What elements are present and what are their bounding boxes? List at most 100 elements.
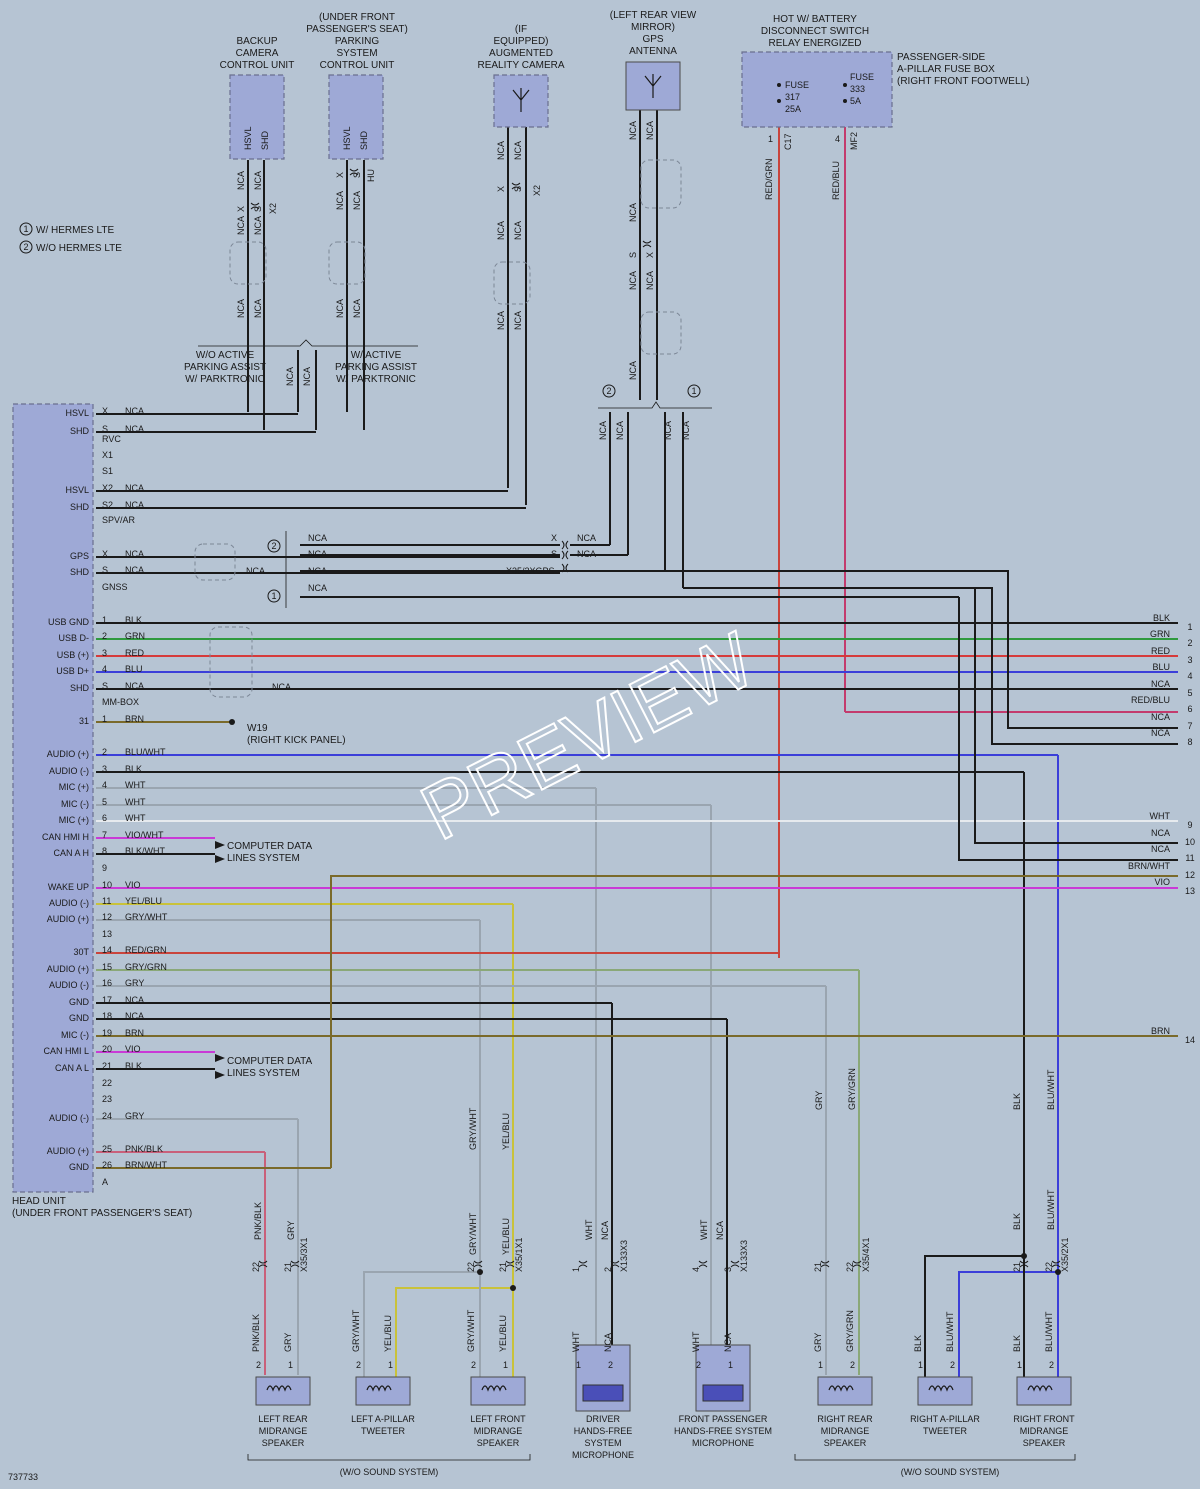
wire-code: BLU/WHT: [1046, 1189, 1056, 1230]
connector-pin: 21: [283, 1262, 293, 1272]
head-unit-pin-number: S1: [102, 466, 113, 476]
speaker-wire-code: YEL/BLU: [498, 1315, 508, 1352]
speaker-name: SPEAKER: [824, 1438, 867, 1448]
speaker-coil-icon: [928, 1385, 954, 1392]
connector-symbol: [561, 563, 569, 573]
head-unit-pin-number: 1: [102, 615, 107, 625]
speaker-name: HANDS-FREE: [574, 1426, 633, 1436]
bottom-label: (W/O SOUND SYSTEM): [340, 1467, 439, 1477]
head-unit-pin-label: GND: [69, 1162, 90, 1172]
component-label: CONTROL UNIT: [220, 60, 295, 71]
head-unit-pin-label: AUDIO (-): [49, 898, 89, 908]
right-edge-number: 14: [1185, 1035, 1195, 1045]
head-unit-pin-label: AUDIO (-): [49, 766, 89, 776]
speaker-name: RIGHT A-PILLAR: [910, 1414, 980, 1424]
pin-code: S: [551, 549, 557, 559]
wire-code: RED/GRN: [764, 158, 774, 200]
head-unit-wire-code: BLU/WHT: [125, 747, 166, 757]
head-unit-box: [12, 403, 94, 1193]
right-edge-number: 2: [1187, 638, 1192, 648]
pin-label: SHD: [359, 130, 369, 150]
component-label: GPS: [642, 34, 663, 45]
component-label: HOT W/ BATTERY: [773, 14, 857, 25]
wire-code: NCA: [308, 566, 327, 576]
head-unit-pin-label: SHD: [70, 567, 90, 577]
component-label: AUGMENTED: [489, 48, 553, 59]
wire-code: YEL/BLU: [501, 1113, 511, 1150]
wire-code: NCA: [285, 367, 295, 386]
component-label: W/ PARKTRONIC: [336, 374, 416, 385]
head-unit-pin-number: 3: [102, 648, 107, 658]
right-edge-wire: BRN: [1151, 1026, 1170, 1036]
pin-code: X2: [532, 185, 542, 196]
shield-outline: [194, 543, 236, 581]
speaker-name: LEFT A-PILLAR: [351, 1414, 415, 1424]
head-unit-pin-number: RVC: [102, 434, 121, 444]
speaker-name: TWEETER: [923, 1426, 967, 1436]
wire-code: NCA: [308, 549, 327, 559]
head-unit-pin-number: 9: [102, 863, 107, 873]
wire-code: NCA: [513, 311, 523, 330]
connector-symbol: [1019, 1260, 1029, 1268]
shield-outline: [640, 311, 682, 355]
bracket: [794, 1454, 1076, 1461]
head-unit-pin-number: 5: [102, 797, 107, 807]
speaker-name: SPEAKER: [477, 1438, 520, 1448]
head-unit-pin-number: 26: [102, 1160, 112, 1170]
head-unit-pin-number: 18: [102, 1011, 112, 1021]
speaker-name: MICROPHONE: [692, 1438, 754, 1448]
connector-pin: 4: [691, 1267, 701, 1272]
connector-symbol: [698, 1260, 708, 1268]
right-edge-wire: WHT: [1150, 811, 1171, 821]
shapes-layer: [12, 51, 1072, 1412]
speaker-pin: 2: [950, 1360, 955, 1370]
connector-pin: 22: [466, 1262, 476, 1272]
component-label: PASSENGER-SIDE: [897, 52, 985, 63]
right-edge-number: 11: [1185, 853, 1194, 863]
head-unit-pin-label: AUDIO (+): [47, 749, 89, 759]
head-unit-wire-code: YEL/BLU: [125, 896, 162, 906]
speaker-pin: 1: [1017, 1360, 1022, 1370]
head-unit-pin-number: 14: [102, 945, 112, 955]
head-unit-pin-label: AUDIO (-): [49, 980, 89, 990]
speaker-name: MIDRANGE: [259, 1426, 308, 1436]
right-edge-wire: NCA: [1151, 728, 1170, 738]
speaker-name: FRONT PASSENGER: [679, 1414, 768, 1424]
right-edge-wire: NCA: [1151, 679, 1170, 689]
connector-symbol: [578, 1260, 588, 1268]
component-label: (RIGHT FRONT FOOTWELL): [897, 76, 1029, 87]
speaker-name: MIDRANGE: [821, 1426, 870, 1436]
wire-code: NCA: [272, 682, 291, 692]
head-unit-pin-number: SPV/AR: [102, 515, 136, 525]
legend-text: W/O HERMES LTE: [36, 243, 122, 254]
connector-code: X35/1X1: [514, 1237, 524, 1272]
pin-code: S: [253, 206, 263, 212]
microphone-icon: [702, 1384, 744, 1402]
wire-code: WHT: [699, 1219, 709, 1240]
wire-code: NCA: [628, 121, 638, 140]
right-edge-number: 3: [1187, 655, 1192, 665]
head-unit-wire-code: NCA: [125, 995, 144, 1005]
speaker-coil-icon: [481, 1385, 507, 1392]
head-unit-pin-number: 25: [102, 1144, 112, 1154]
speaker-wire-code: GRY/GRN: [845, 1310, 855, 1352]
speaker-box: [255, 1376, 311, 1406]
component-label: REALITY CAMERA: [477, 60, 564, 71]
head-unit-wire-code: RED/GRN: [125, 945, 167, 955]
head-unit-wire-code: NCA: [125, 500, 144, 510]
connector-code: X133X3: [619, 1240, 629, 1272]
component-label: PASSENGER'S SEAT): [306, 24, 408, 35]
right-edge-number: 10: [1185, 837, 1195, 847]
head-unit-pin-label: GND: [69, 997, 90, 1007]
head-unit-pin-label: GND: [69, 1013, 90, 1023]
legend-circle: [19, 222, 33, 236]
pin-code: X: [645, 252, 655, 258]
wire-code: NCA: [246, 566, 265, 576]
right-edge-number: 8: [1187, 737, 1192, 747]
connector-pin: 21: [813, 1262, 823, 1272]
component-label: MIRROR): [631, 22, 675, 33]
connector-pin: 21: [1012, 1262, 1022, 1272]
speaker-pin: 2: [1049, 1360, 1054, 1370]
